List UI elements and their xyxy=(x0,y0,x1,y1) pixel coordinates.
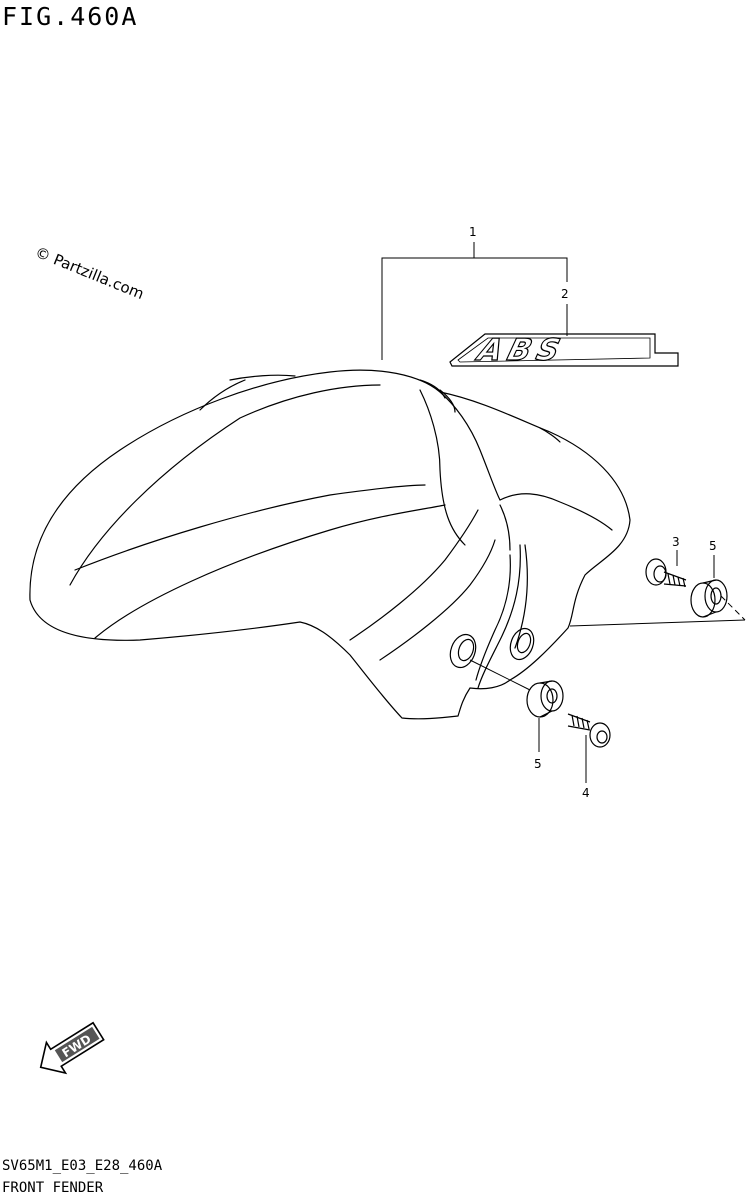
abs-emblem[interactable]: ABS xyxy=(449,333,679,368)
figure-code: SV65M1_E03_E28_460A xyxy=(2,1158,163,1174)
fwd-arrow-icon: FWD xyxy=(39,1021,105,1075)
cushion-5-left[interactable] xyxy=(526,680,564,718)
callout-label: 5 xyxy=(709,539,717,553)
callout-label: 4 xyxy=(582,786,590,800)
callout-label: 2 xyxy=(561,287,569,301)
callout-3[interactable]: 3 xyxy=(672,535,680,566)
callout-4[interactable]: 4 xyxy=(582,735,590,800)
leader-right xyxy=(569,595,746,627)
figure-title: FIG.460A xyxy=(2,2,139,31)
bolt-4[interactable] xyxy=(567,713,611,748)
callout-label: 1 xyxy=(469,225,477,239)
bolt-3[interactable] xyxy=(645,558,687,588)
leader-left xyxy=(469,659,531,691)
callout-5-right[interactable]: 5 xyxy=(709,539,717,578)
watermark: © Partzilla.com xyxy=(33,243,147,303)
callout-1[interactable]: 1 xyxy=(381,225,568,360)
emblem-text: ABS xyxy=(472,333,569,367)
figure-name: FRONT FENDER xyxy=(2,1180,104,1196)
callout-5-left[interactable]: 5 xyxy=(534,718,542,771)
callout-label: 5 xyxy=(534,757,542,771)
callout-label: 3 xyxy=(672,535,680,549)
front-fender[interactable] xyxy=(29,369,631,720)
cushion-5-right[interactable] xyxy=(690,579,728,618)
callout-2[interactable]: 2 xyxy=(561,287,569,336)
